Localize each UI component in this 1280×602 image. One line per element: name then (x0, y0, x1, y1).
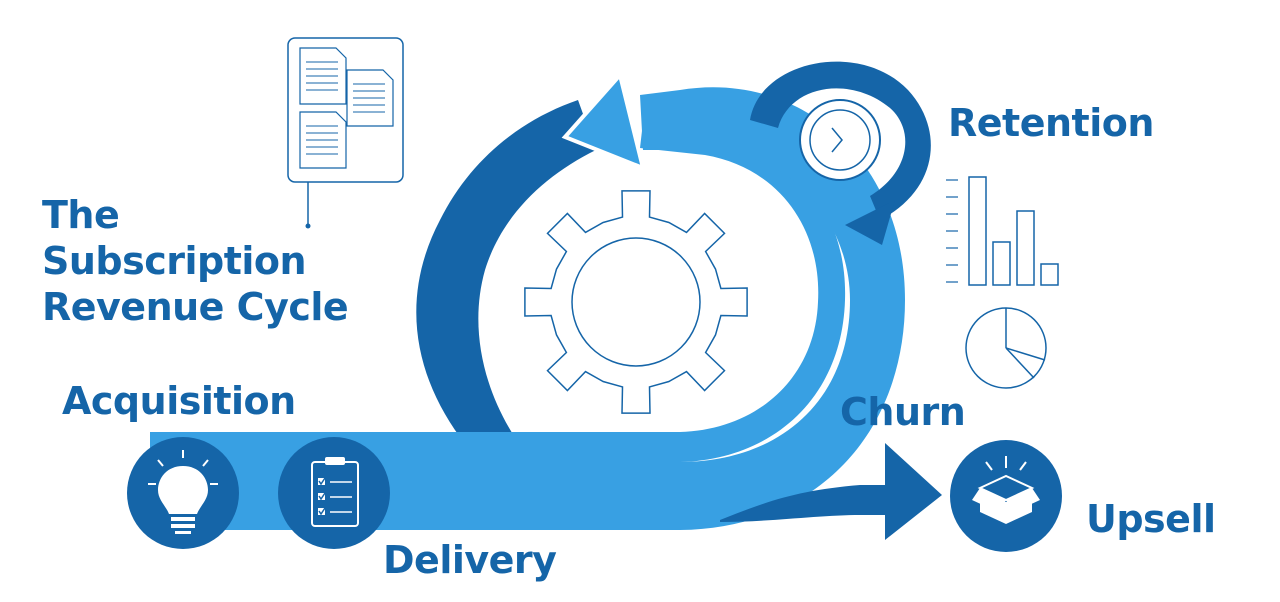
retention-arc (750, 61, 931, 221)
stage-label-upsell: Upsell (1086, 497, 1216, 541)
open-box-icon (950, 440, 1062, 552)
page-title: The Subscription Revenue Cycle (42, 192, 349, 330)
clock-icon (799, 99, 881, 181)
documents-icon (287, 37, 404, 229)
stage-label-churn: Churn (840, 390, 966, 434)
loop-back-arc (416, 100, 596, 445)
bar-chart-icon (946, 176, 1059, 286)
pie-chart-icon (965, 307, 1047, 389)
retention-arrowhead (845, 200, 895, 245)
churn-arrow (720, 443, 942, 540)
stage-label-delivery: Delivery (383, 538, 557, 582)
stage-label-retention: Retention (948, 101, 1154, 145)
cycle-arrowhead (561, 70, 646, 172)
gear-outline (524, 190, 748, 414)
stage-label-acquisition: Acquisition (62, 379, 296, 423)
clipboard-checklist-icon (278, 437, 390, 549)
title-line-2: Subscription (42, 239, 307, 283)
gear-icon (524, 190, 748, 414)
title-line-3: Revenue Cycle (42, 285, 349, 329)
lightbulb-icon (127, 437, 239, 549)
title-line-1: The (42, 193, 120, 237)
